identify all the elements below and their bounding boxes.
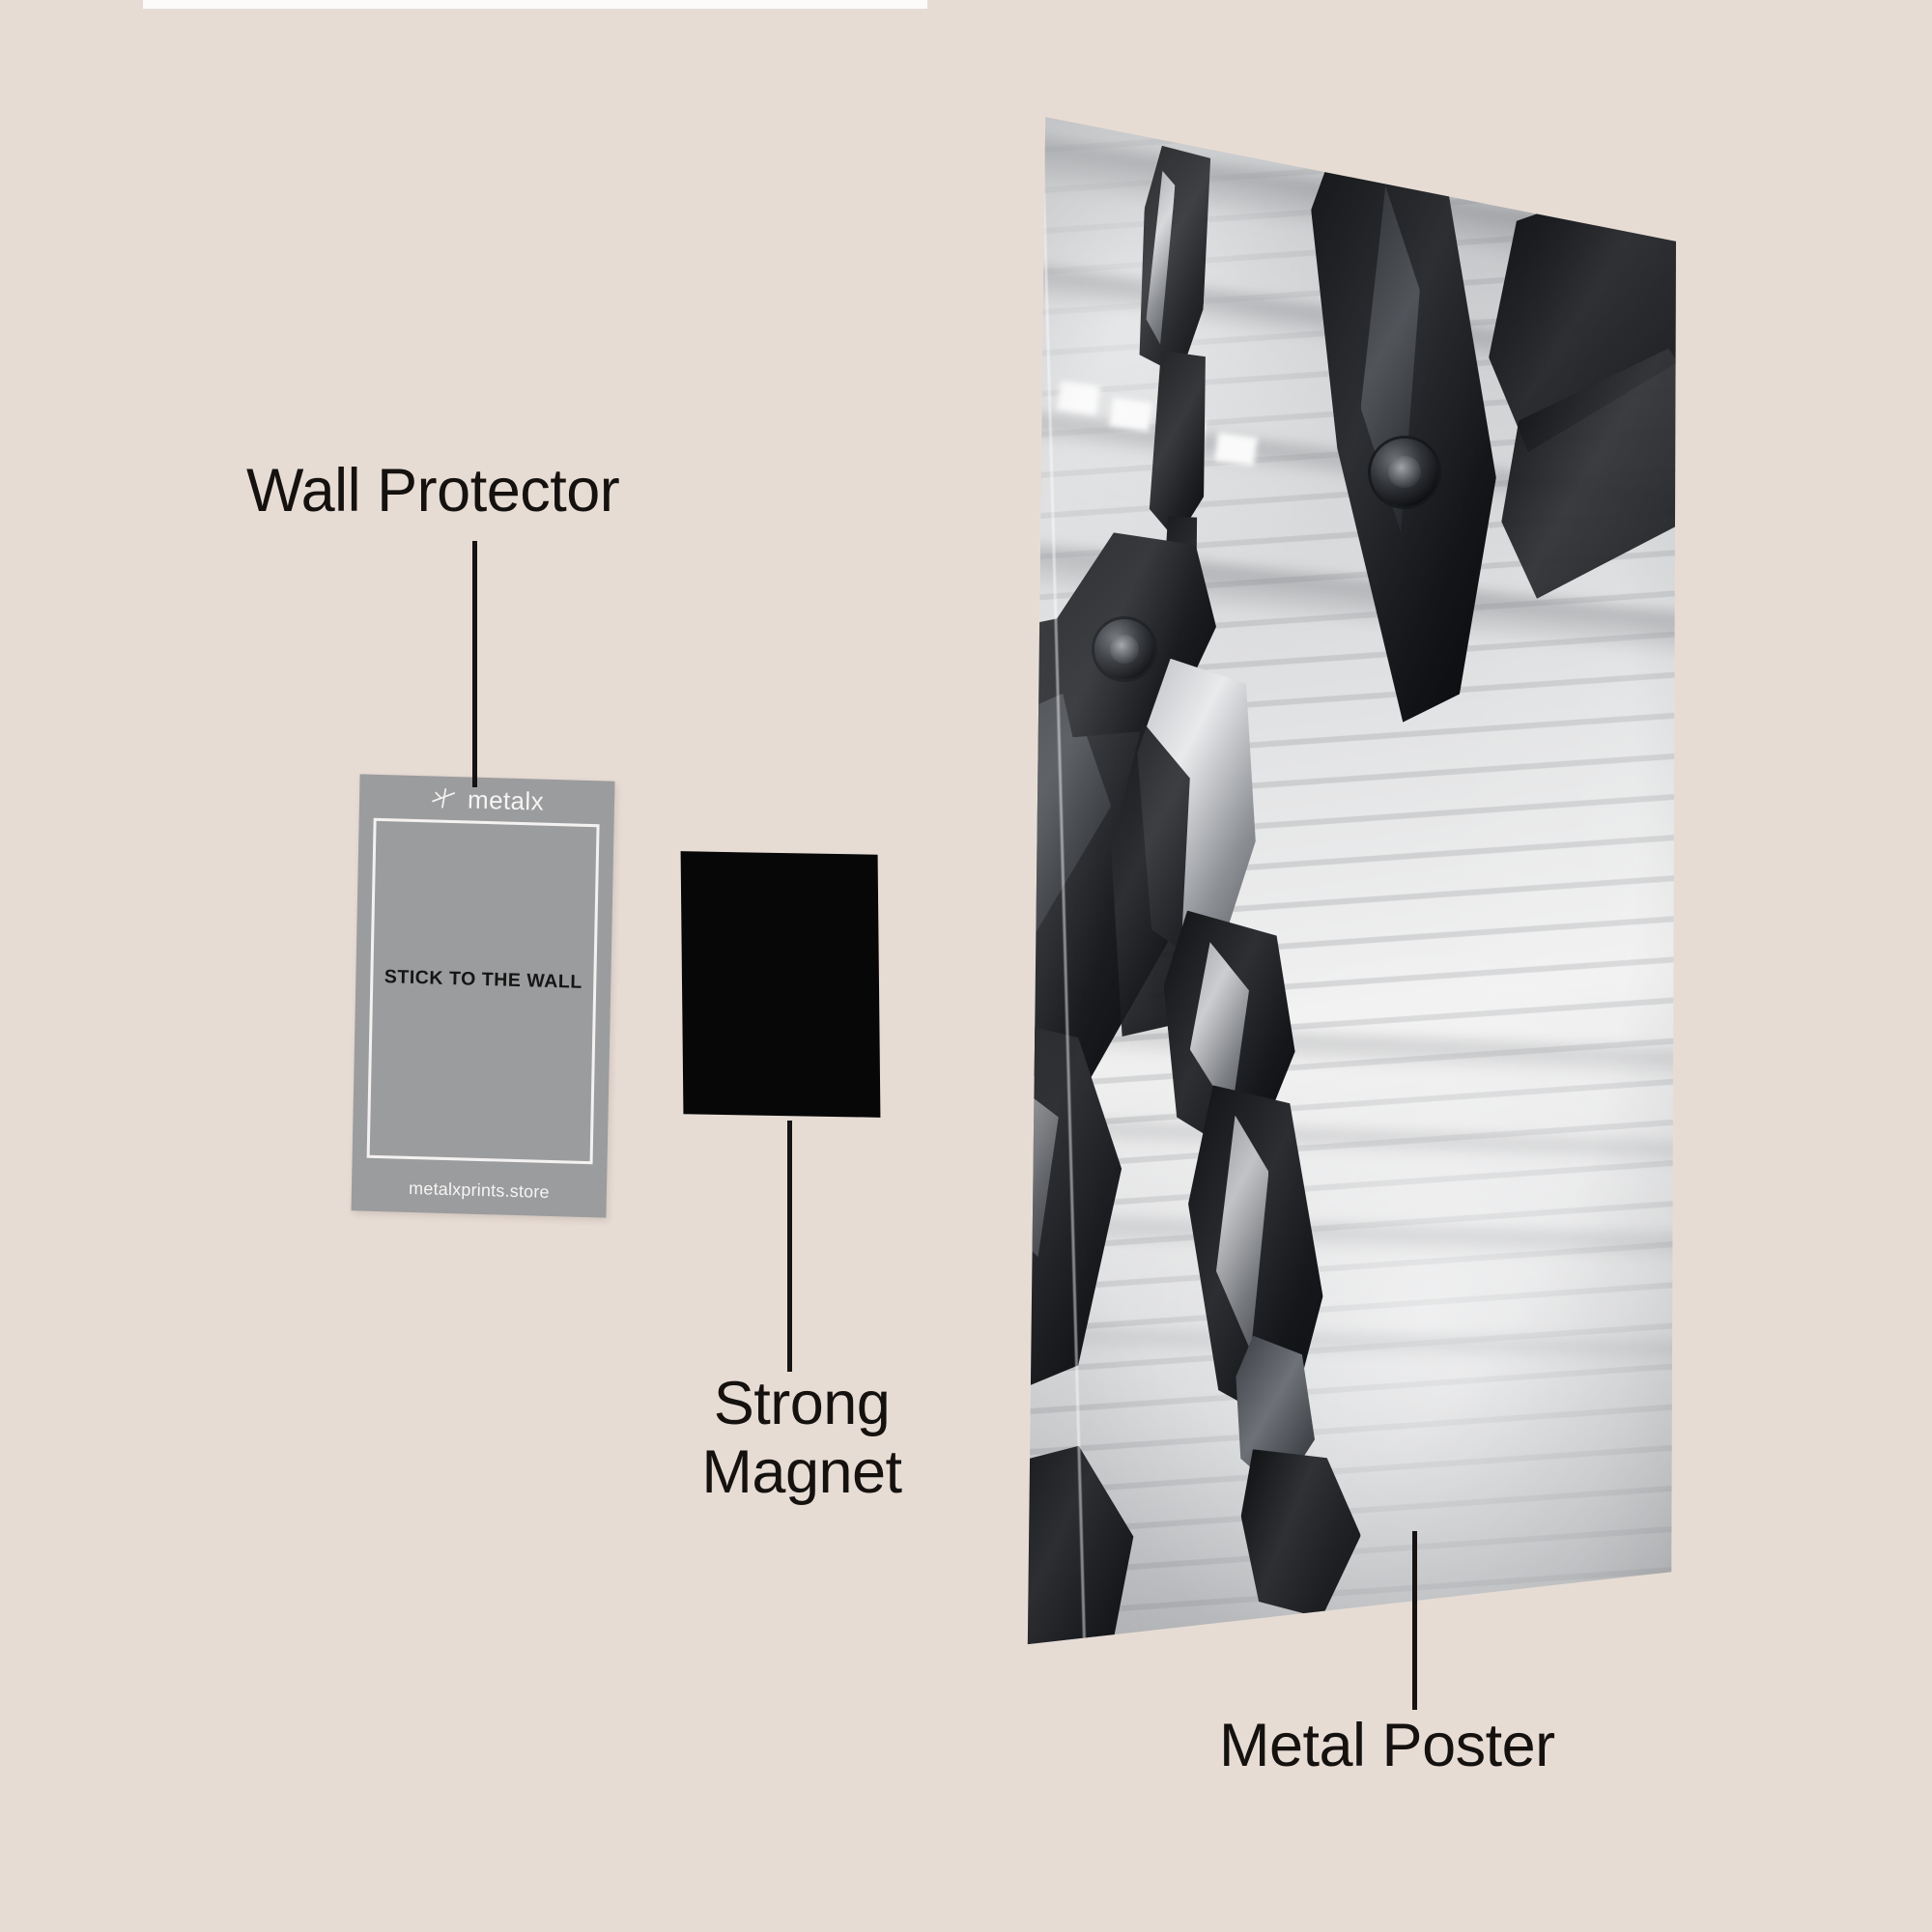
- callout-line-wall-protector: [472, 541, 477, 787]
- wall-protector-logo: metalx: [359, 781, 615, 817]
- callout-label-wall-protector: Wall Protector: [246, 457, 620, 525]
- callout-label-metal-poster: Metal Poster: [1219, 1712, 1555, 1779]
- wall-protector-brand-text: metalx: [467, 784, 545, 816]
- top-white-strip: [143, 0, 927, 9]
- strong-magnet-swatch: [680, 851, 881, 1118]
- callout-line-metal-poster: [1412, 1531, 1417, 1710]
- light-slot: [1056, 380, 1100, 415]
- mech-shoulder-joint: [1094, 619, 1155, 680]
- wall-protector-url-text: metalxprints.store: [408, 1178, 550, 1202]
- metalx-cross-logo-icon: [432, 787, 456, 809]
- callout-line-strong-magnet: [787, 1121, 792, 1372]
- mech-upper-arm-lower: [1146, 351, 1211, 542]
- corridor-beam: [1027, 1327, 1676, 1363]
- callout-label-strong-magnet-line1: Strong: [713, 1370, 891, 1437]
- mech-foot: [1236, 1442, 1367, 1623]
- light-slot: [1214, 432, 1258, 468]
- mech-elbow-joint: [1370, 438, 1438, 506]
- callout-label-strong-magnet-line2: Magnet: [701, 1437, 902, 1506]
- corridor-beam: [1027, 1214, 1676, 1262]
- light-slot: [1109, 397, 1152, 433]
- poster-artwork: [1027, 117, 1676, 1645]
- callout-label-strong-magnet: Strong Magnet: [676, 1370, 927, 1506]
- metal-poster-panel: [1027, 117, 1676, 1645]
- wall-protector-card: metalx STICK TO THE WALL metalxprints.st…: [351, 774, 615, 1218]
